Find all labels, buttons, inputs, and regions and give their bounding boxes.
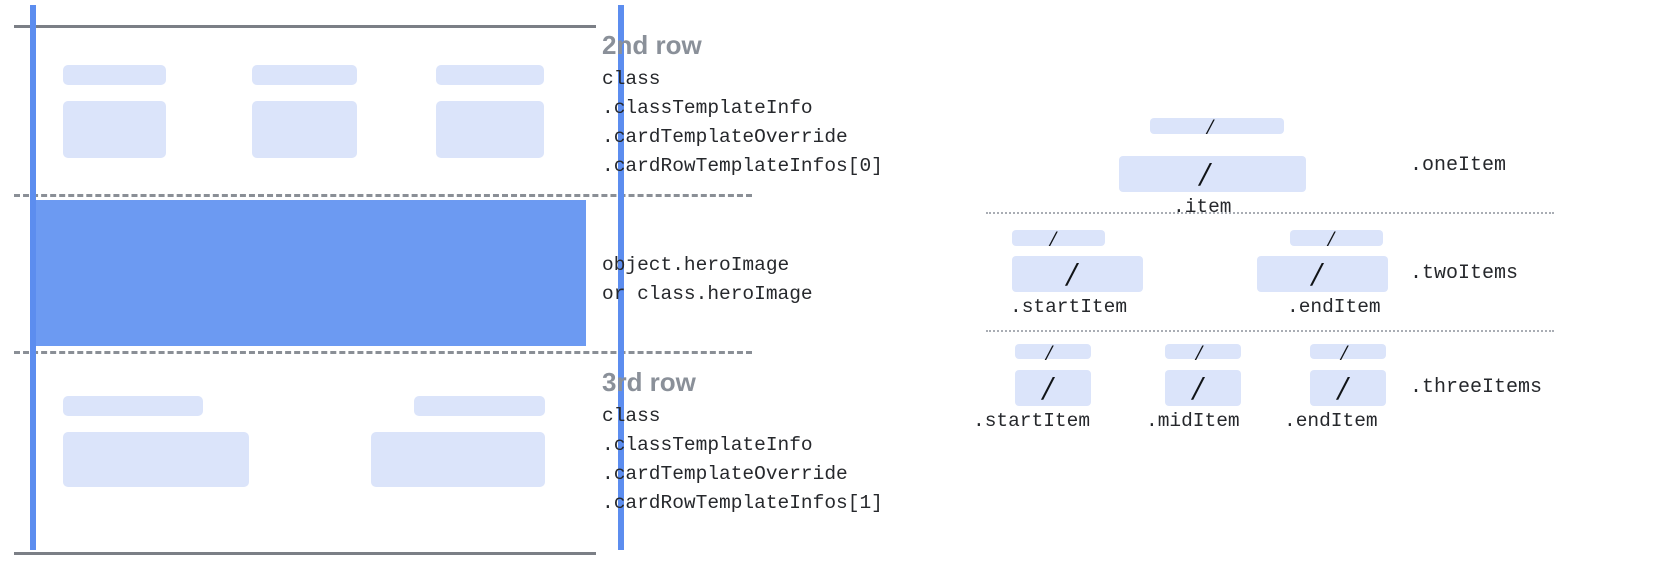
- two-items-group-label: .twoItems: [1410, 262, 1519, 285]
- two-items-end-main-box: /: [1257, 256, 1388, 292]
- item-layout-diagram: / / .item .oneItem / / .startItem / / .e…: [960, 100, 1676, 450]
- three-items-start-label: .startItem: [973, 410, 1091, 432]
- slash-glyph: /: [1338, 370, 1348, 407]
- slash-glyph: /: [1207, 114, 1214, 139]
- three-items-mid-main-box: /: [1165, 370, 1241, 406]
- one-item-group-label: .oneItem: [1410, 154, 1507, 177]
- card-template-diagram: [0, 0, 752, 584]
- row2-cell1-value-box: [63, 101, 166, 158]
- slash-glyph: /: [1050, 226, 1057, 251]
- one-item-top-bar: /: [1150, 116, 1284, 138]
- row2-cell3-value-box: [436, 101, 544, 158]
- annotation-third-row: 3rd row class .classTemplateInfo .cardTe…: [602, 367, 883, 518]
- three-items-mid-top-bar: /: [1165, 342, 1241, 364]
- three-items-start-main-box: /: [1015, 370, 1091, 406]
- slash-glyph: /: [1328, 226, 1335, 251]
- annotation-hero-image: object.heroImage or class.heroImage: [602, 251, 813, 309]
- slash-glyph: /: [1067, 256, 1077, 293]
- annotation-second-row: 2nd row class .classTemplateInfo .cardTe…: [602, 30, 883, 181]
- annotation-second-row-title: 2nd row: [602, 30, 702, 60]
- slash-glyph: /: [1043, 370, 1053, 407]
- annotation-third-row-code: class .classTemplateInfo .cardTemplateOv…: [602, 405, 883, 515]
- slash-glyph: /: [1193, 370, 1203, 407]
- row3-cell1-label-bar: [63, 396, 203, 416]
- item-divider-dotted-1: [986, 212, 1554, 214]
- annotation-third-row-title: 3rd row: [602, 367, 696, 397]
- slash-glyph: /: [1341, 340, 1348, 365]
- two-items-start-label: .startItem: [1010, 296, 1128, 318]
- annotation-second-row-code: class .classTemplateInfo .cardTemplateOv…: [602, 68, 883, 178]
- two-items-end-label: .endItem: [1287, 296, 1381, 318]
- row2-cell2-label-bar: [252, 65, 357, 85]
- row2-cell2-value-box: [252, 101, 357, 158]
- row3-cell2-value-box: [371, 432, 545, 487]
- slash-glyph: /: [1312, 256, 1322, 293]
- three-items-end-label: .endItem: [1284, 410, 1378, 432]
- annotation-hero-image-code: object.heroImage or class.heroImage: [602, 254, 813, 306]
- two-items-start-top-bar: /: [1012, 228, 1105, 250]
- two-items-start-main-box: /: [1012, 256, 1143, 292]
- row2-cell1-label-bar: [63, 65, 166, 85]
- row3-cell2-label-bar: [414, 396, 545, 416]
- three-items-group-label: .threeItems: [1410, 376, 1543, 399]
- one-item-slot-label: .item: [1173, 196, 1232, 218]
- slash-glyph: /: [1196, 340, 1203, 365]
- three-items-mid-label: .midItem: [1146, 410, 1240, 432]
- row3-cell1-value-box: [63, 432, 249, 487]
- one-item-main-box: /: [1119, 156, 1306, 192]
- card-top-rule: [14, 25, 596, 28]
- row2-cell3-label-bar: [436, 65, 544, 85]
- two-items-end-top-bar: /: [1290, 228, 1383, 250]
- card-divider-dashed-2: [14, 351, 752, 354]
- three-items-end-top-bar: /: [1310, 342, 1386, 364]
- card-right-guide: [618, 5, 624, 550]
- card-hero-image-band: [33, 200, 586, 346]
- card-bottom-rule: [14, 552, 596, 555]
- slash-glyph: /: [1200, 156, 1210, 193]
- three-items-end-main-box: /: [1310, 370, 1386, 406]
- card-divider-dashed-1: [14, 194, 752, 197]
- slash-glyph: /: [1046, 340, 1053, 365]
- card-left-guide: [30, 5, 36, 550]
- three-items-start-top-bar: /: [1015, 342, 1091, 364]
- item-divider-dotted-2: [986, 330, 1554, 332]
